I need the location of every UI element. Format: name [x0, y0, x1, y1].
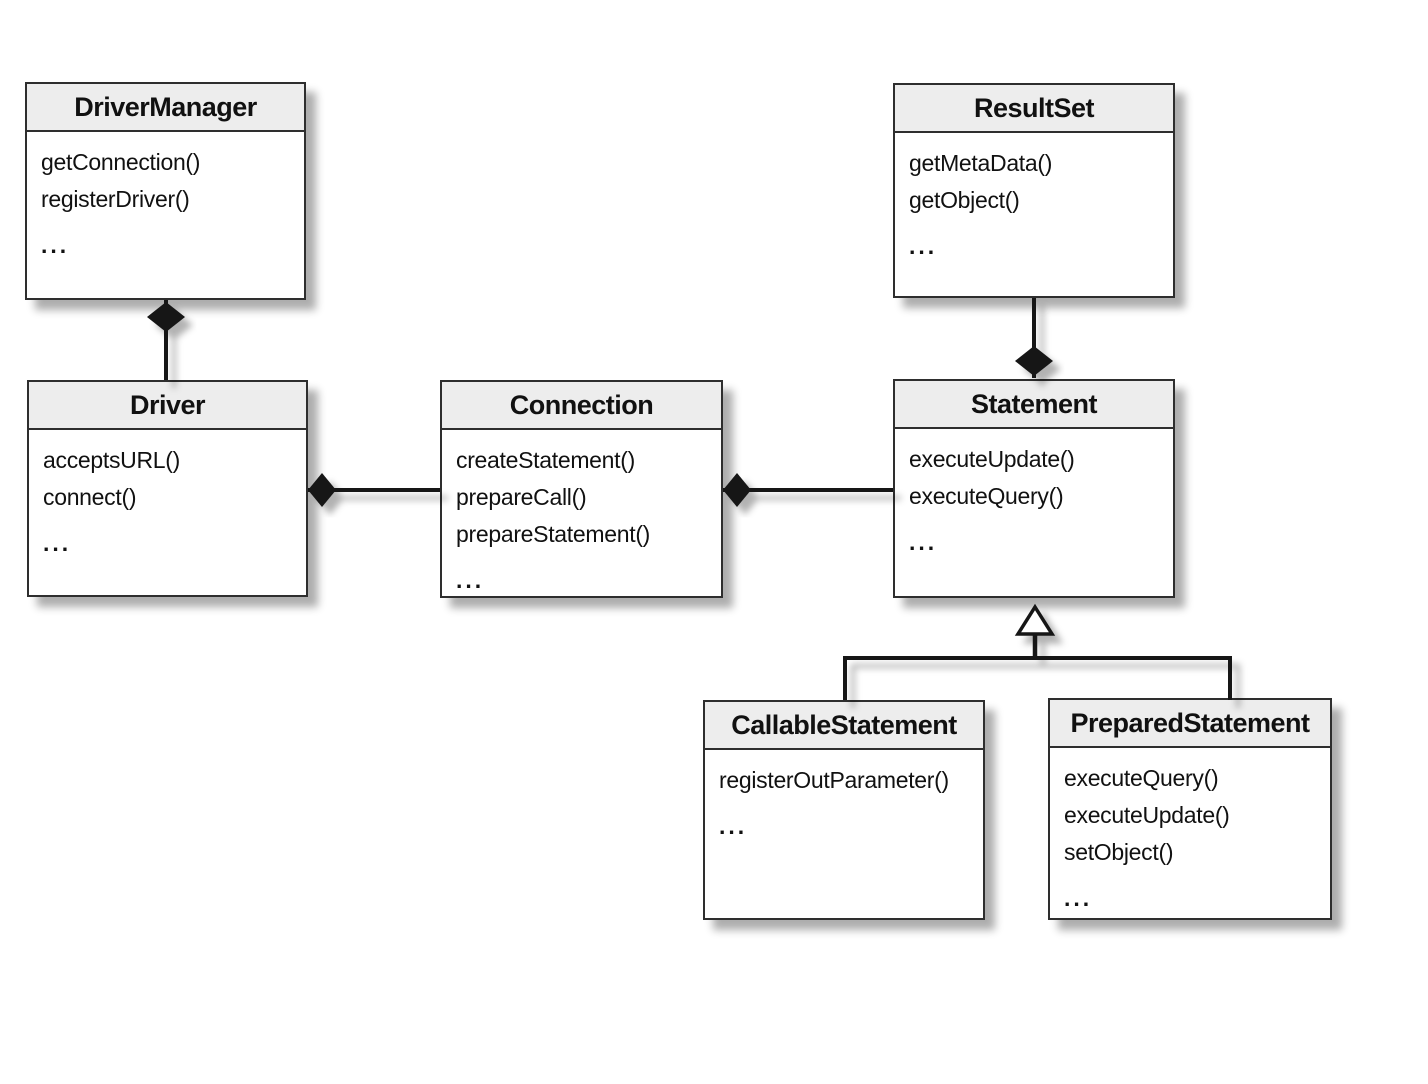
class-method: registerDriver() — [41, 186, 190, 212]
class-box-driver: Driver acceptsURL() connect() ... — [27, 380, 308, 597]
class-method: createStatement() — [456, 447, 635, 473]
class-methods: executeQuery() executeUpdate() setObject… — [1050, 748, 1330, 917]
class-name: ResultSet — [895, 85, 1173, 133]
class-box-callablestatement: CallableStatement registerOutParameter()… — [703, 700, 985, 920]
class-box-resultset: ResultSet getMetaData() getObject() ... — [893, 83, 1175, 298]
class-method: executeUpdate() — [1064, 802, 1230, 828]
class-method-ellipsis: ... — [909, 233, 938, 259]
class-method: getObject() — [909, 187, 1020, 213]
composition-diamond-icon — [723, 473, 751, 507]
class-method: executeQuery() — [909, 483, 1064, 509]
class-method-ellipsis: ... — [41, 232, 70, 258]
class-method: setObject() — [1064, 839, 1174, 865]
class-name: Connection — [442, 382, 721, 430]
composition-driver-connection — [308, 473, 440, 507]
composition-connection-statement — [723, 473, 893, 507]
class-method: prepareCall() — [456, 484, 587, 510]
class-name: PreparedStatement — [1050, 700, 1330, 748]
composition-diamond-icon — [1015, 346, 1053, 376]
class-box-drivermanager: DriverManager getConnection() registerDr… — [25, 82, 306, 300]
class-methods: createStatement() prepareCall() prepareS… — [442, 430, 721, 599]
class-box-statement: Statement executeUpdate() executeQuery()… — [893, 379, 1175, 598]
class-methods: getConnection() registerDriver() ... — [27, 132, 304, 264]
inheritance-triangle-icon — [1014, 603, 1056, 636]
class-methods: getMetaData() getObject() ... — [895, 133, 1173, 265]
class-methods: registerOutParameter() ... — [705, 750, 983, 845]
class-box-preparedstatement: PreparedStatement executeQuery() execute… — [1048, 698, 1332, 920]
class-name: Driver — [29, 382, 306, 430]
class-box-connection: Connection createStatement() prepareCall… — [440, 380, 723, 598]
class-method-ellipsis: ... — [909, 529, 938, 555]
class-methods: executeUpdate() executeQuery() ... — [895, 429, 1173, 561]
class-method-ellipsis: ... — [719, 813, 748, 839]
class-method: prepareStatement() — [456, 521, 651, 547]
composition-diamond-icon — [308, 473, 336, 507]
class-name: Statement — [895, 381, 1173, 429]
class-method: executeUpdate() — [909, 446, 1075, 472]
class-methods: acceptsURL() connect() ... — [29, 430, 306, 562]
class-method: connect() — [43, 484, 137, 510]
class-method-ellipsis: ... — [43, 530, 72, 556]
class-method: executeQuery() — [1064, 765, 1219, 791]
class-method: getMetaData() — [909, 150, 1053, 176]
class-name: DriverManager — [27, 84, 304, 132]
class-method: acceptsURL() — [43, 447, 180, 473]
composition-drivermanager-driver — [147, 300, 185, 380]
class-method: registerOutParameter() — [719, 767, 949, 793]
composition-diamond-icon — [147, 302, 185, 332]
composition-statement-resultset — [1015, 298, 1053, 378]
class-method-ellipsis: ... — [456, 567, 485, 593]
inheritance-statement-subclasses — [843, 603, 1232, 700]
class-name: CallableStatement — [705, 702, 983, 750]
class-method: getConnection() — [41, 149, 201, 175]
class-method-ellipsis: ... — [1064, 885, 1093, 911]
